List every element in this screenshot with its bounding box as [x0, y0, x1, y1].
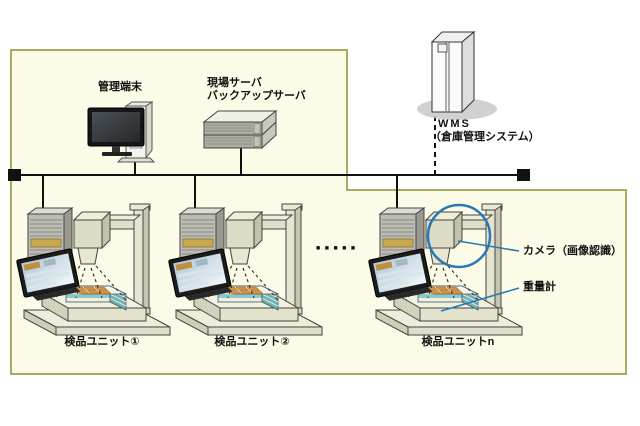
inspection-unit-2-label: 検品ユニット② — [214, 336, 290, 348]
scale-callout-label: 重量計 — [523, 281, 556, 293]
bus-terminator-left — [8, 169, 21, 181]
wms-label: WMS — [438, 118, 471, 130]
management-terminal-illustration — [87, 101, 156, 163]
inspection-unit-n-label: 検品ユニットn — [421, 336, 495, 348]
camera-callout-label: カメラ（画像認識） — [523, 245, 622, 257]
site-server-label-line2: バックアップサーバ — [207, 90, 306, 102]
site-server-illustration — [202, 109, 278, 150]
wms-server-illustration — [417, 30, 497, 120]
management-terminal-label: 管理端末 — [98, 81, 142, 93]
wms-sublabel: （倉庫管理システム） — [430, 131, 540, 143]
continuation-dots: ■■■■■ — [316, 245, 360, 252]
site-server-label-line1: 現場サーバ — [207, 77, 262, 89]
inspection-unit-1-label: 検品ユニット① — [64, 336, 140, 348]
camera-callout-line — [457, 240, 520, 252]
scale-callout-line — [440, 287, 520, 312]
bus-terminator-right — [517, 169, 530, 181]
camera-highlight-circle — [426, 203, 492, 269]
